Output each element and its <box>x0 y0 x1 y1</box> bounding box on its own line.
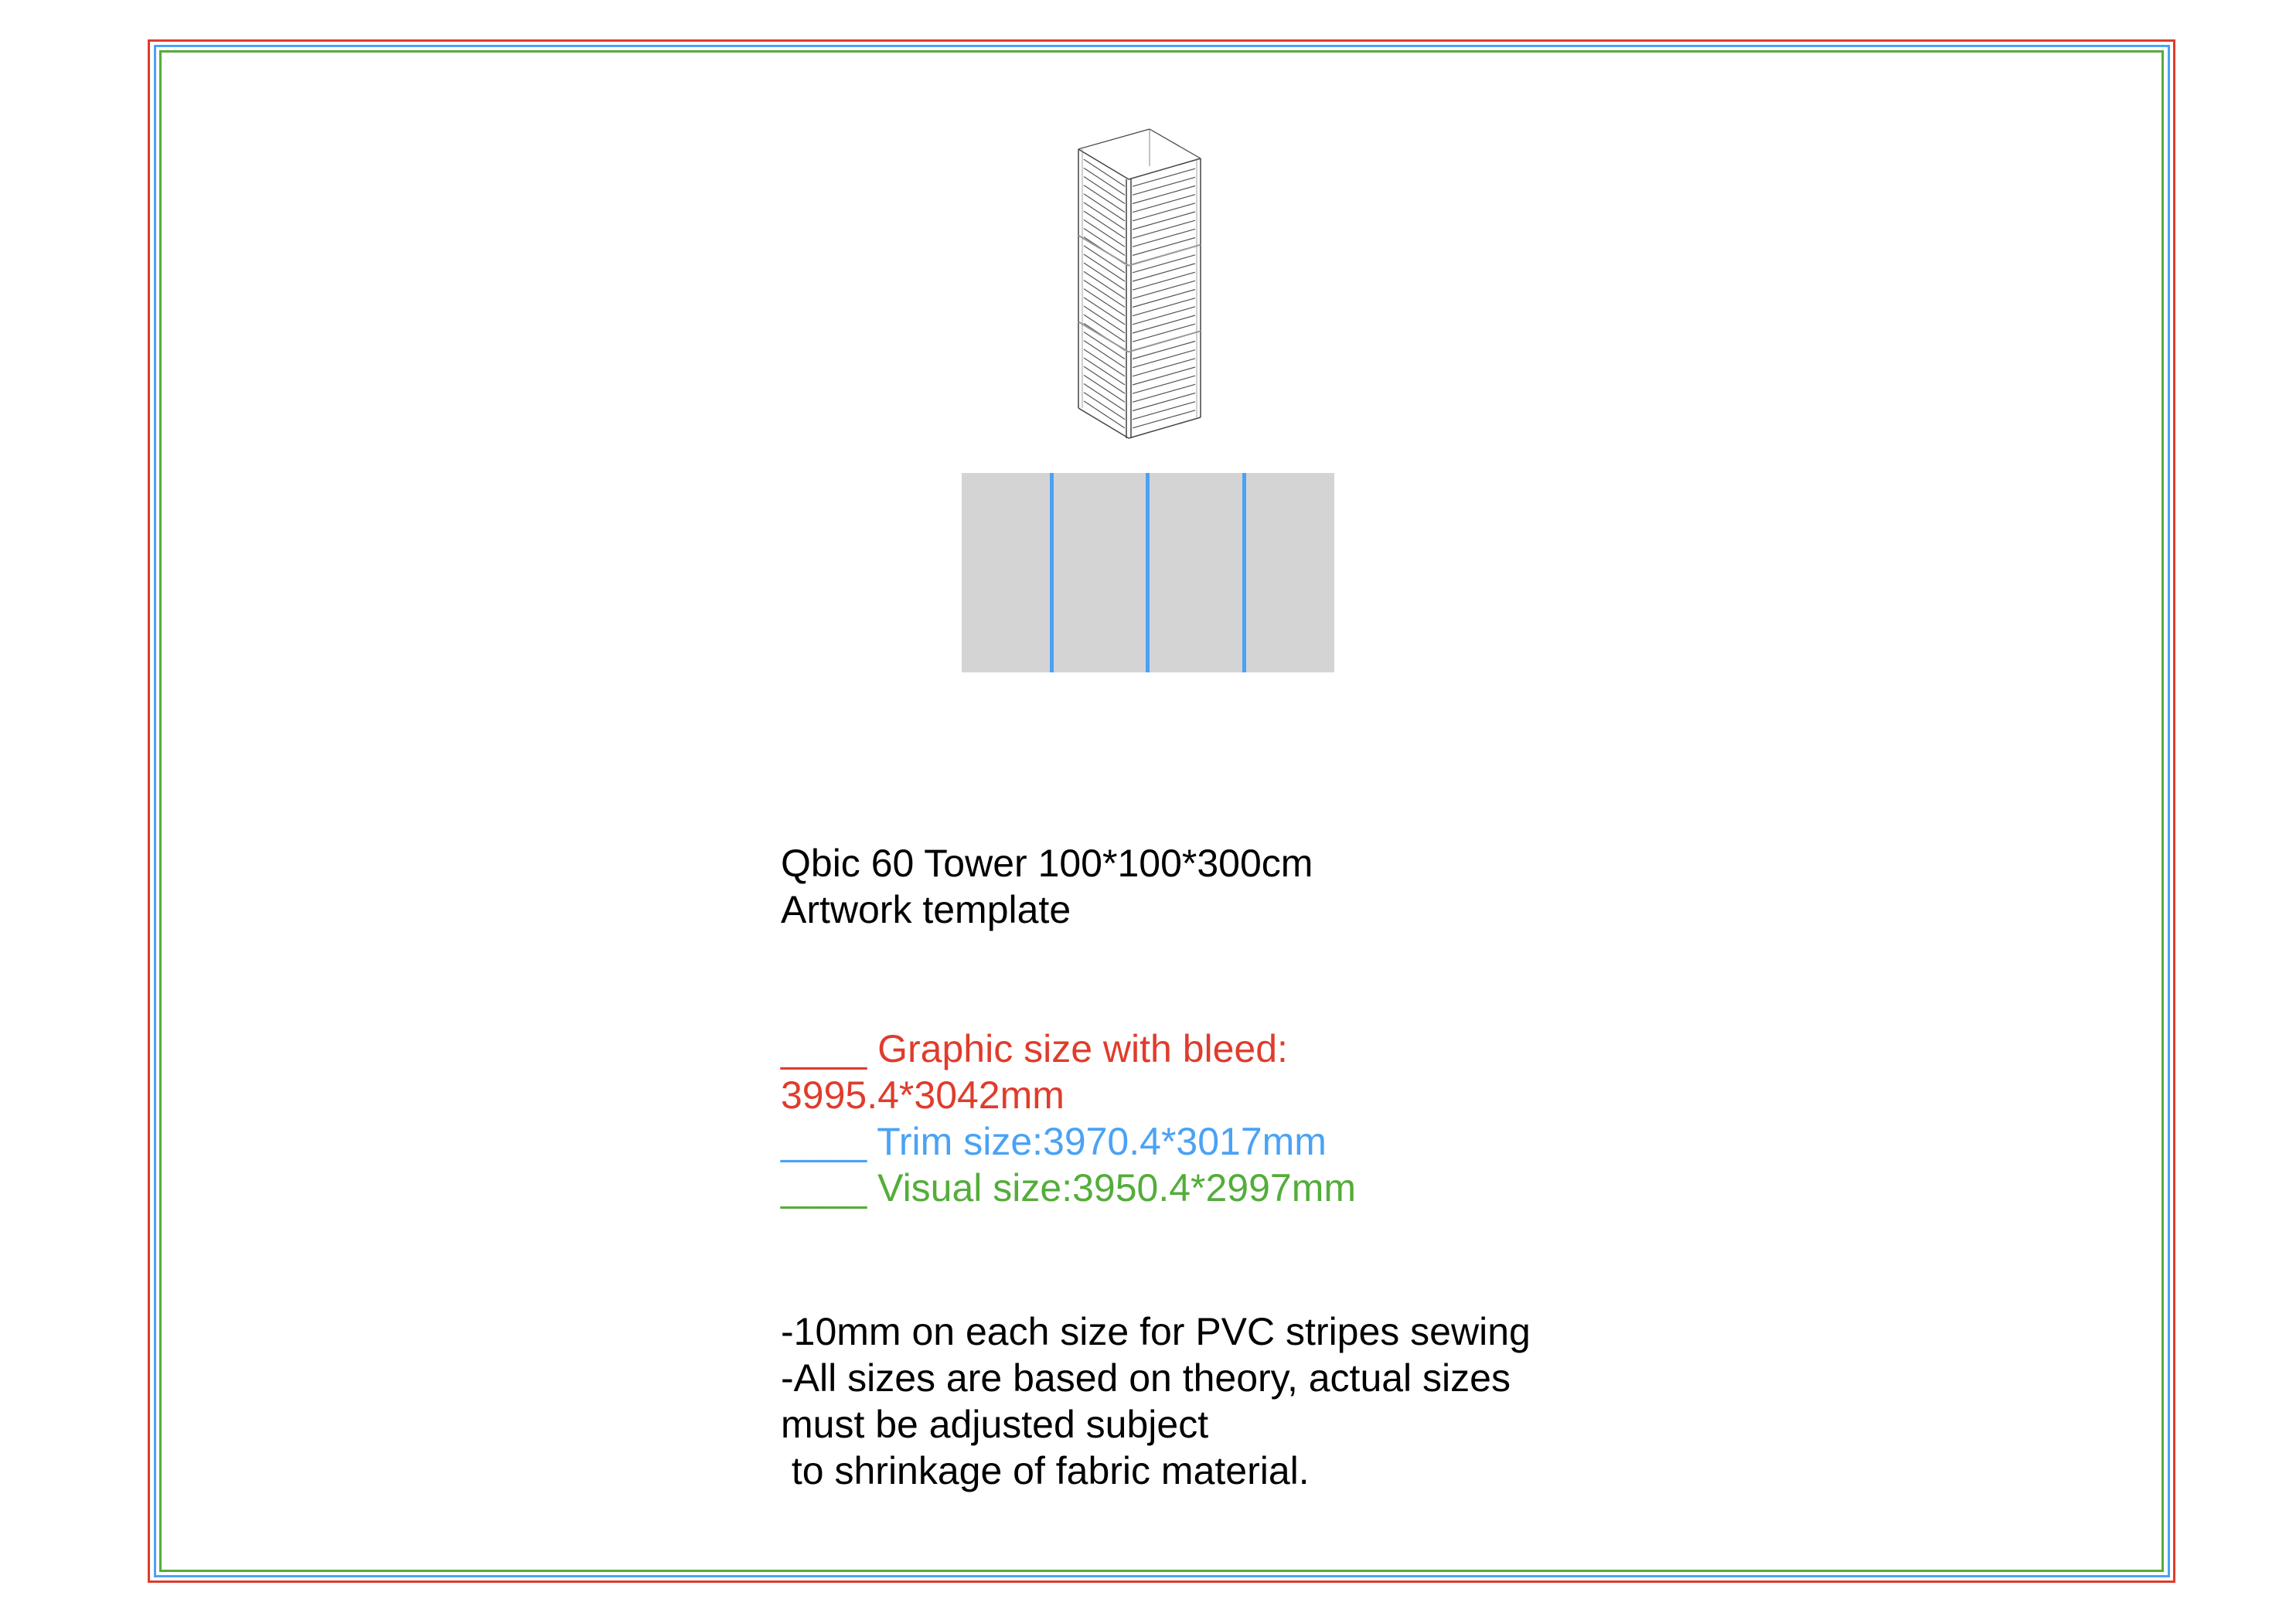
tower-line <box>1083 288 1126 317</box>
tower-line <box>1132 358 1196 377</box>
tower-line <box>1083 314 1126 342</box>
tower-line <box>1083 374 1126 403</box>
tower-line <box>1132 375 1196 394</box>
tower-line <box>1128 158 1201 180</box>
tower-line <box>1132 228 1196 247</box>
visual-border <box>159 50 2164 1572</box>
bleed-size-label: ____ Graphic size with bleed: <box>781 1027 1288 1070</box>
tower-line <box>1083 305 1126 334</box>
tower-line <box>1132 366 1196 386</box>
tower-illustration <box>1078 128 1201 439</box>
tower-line <box>1132 185 1196 205</box>
tower-line <box>1083 279 1126 308</box>
tower-line <box>1078 234 1129 267</box>
tower-line <box>1132 202 1196 222</box>
size-legend: ____ Graphic size with bleed:3995.4*3042… <box>781 1026 1356 1211</box>
tower-line <box>1083 262 1126 291</box>
tower-line <box>1132 280 1196 299</box>
tower-line <box>1132 254 1196 274</box>
tower-line <box>1083 366 1126 394</box>
tower-line <box>1083 270 1126 299</box>
fold-seam-line <box>1242 473 1246 672</box>
fold-seam-line <box>1050 473 1054 672</box>
tower-line <box>1132 194 1196 213</box>
tower-line <box>1083 331 1126 360</box>
note-line: -All sizes are based on theory, actual s… <box>781 1356 1511 1400</box>
tower-line <box>1128 417 1201 439</box>
tower-line <box>1083 210 1126 239</box>
flat-artwork-panel <box>962 473 1334 672</box>
tower-line <box>1132 315 1196 334</box>
tower-line <box>1132 168 1196 187</box>
tower-line <box>1128 330 1201 353</box>
tower-line <box>1132 288 1196 308</box>
tower-line <box>1083 340 1126 369</box>
tower-line <box>1078 128 1150 150</box>
tower-line <box>1132 340 1196 360</box>
tower-line <box>1083 383 1126 412</box>
bleed-border <box>148 39 2175 1583</box>
tower-line <box>1083 167 1126 196</box>
tower-line <box>1132 236 1196 257</box>
tower-line <box>1132 401 1196 420</box>
production-notes: -10mm on each size for PVC stripes sewin… <box>781 1308 1531 1494</box>
tower-line <box>1132 263 1196 282</box>
tower-line <box>1132 298 1196 317</box>
tower-line <box>1132 323 1196 342</box>
tower-line <box>1132 271 1196 291</box>
tower-line <box>1132 219 1196 239</box>
tower-line <box>1132 392 1196 412</box>
tower-line <box>1128 243 1201 267</box>
title-line: Qbic 60 Tower 100*100*300cm <box>781 842 1313 885</box>
tower-line <box>1083 253 1126 282</box>
note-line: to shrinkage of fabric material. <box>781 1449 1310 1492</box>
tower-line <box>1132 349 1196 369</box>
tower-line <box>1083 193 1126 222</box>
note-line: -10mm on each size for PVC stripes sewin… <box>781 1310 1531 1353</box>
tower-line <box>1083 357 1126 386</box>
tower-line <box>1083 227 1126 257</box>
tower-line <box>1083 175 1126 205</box>
trim-size-label: ____ Trim size:3970.4*3017mm <box>781 1120 1327 1163</box>
tower-line <box>1132 176 1196 196</box>
tower-line <box>1078 407 1129 439</box>
tower-line <box>1083 185 1126 213</box>
tower-line <box>1083 202 1126 230</box>
tower-line <box>1083 245 1126 274</box>
tower-line <box>1083 349 1126 377</box>
trim-border <box>154 45 2170 1577</box>
tower-line <box>1132 410 1196 429</box>
tower-line <box>1078 148 1129 180</box>
visual-size-label: ____ Visual size:3950.4*2997mm <box>781 1166 1357 1210</box>
tower-line <box>1078 321 1129 353</box>
tower-line <box>1083 297 1126 325</box>
bleed-size-value: 3995.4*3042mm <box>781 1073 1065 1117</box>
tower-line <box>1132 211 1196 230</box>
note-line: must be adjusted subject <box>781 1403 1209 1446</box>
tower-line <box>1083 219 1126 247</box>
subtitle-line: Artwork template <box>781 888 1071 931</box>
tower-line <box>1083 400 1126 429</box>
tower-line <box>1083 158 1126 187</box>
tower-line <box>1149 128 1201 159</box>
tower-line <box>1132 306 1196 325</box>
tower-line <box>1132 383 1196 403</box>
tower-line <box>1083 392 1126 420</box>
fold-seam-line <box>1146 473 1150 672</box>
